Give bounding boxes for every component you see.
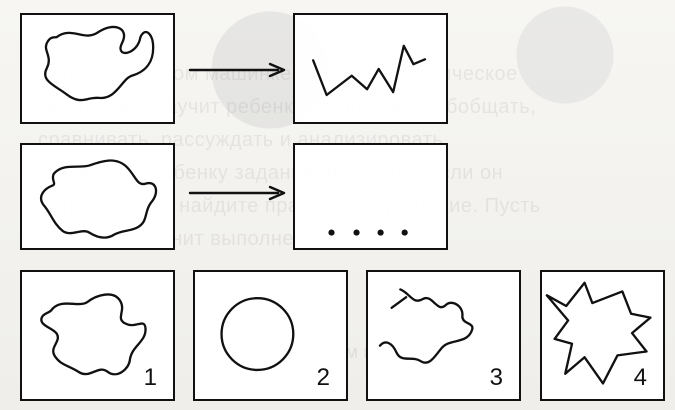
example-pair-1-result-panel: [293, 13, 448, 124]
transformation-arrow-1: [188, 61, 290, 79]
example-pair-2-result-panel: [293, 143, 448, 250]
option-number: 3: [490, 366, 503, 390]
wavy-closed-curve-shape: [22, 145, 173, 248]
example-pair-1-source-panel: [20, 13, 175, 124]
right-arrow-icon: [188, 61, 290, 79]
answer-option-1-panel[interactable]: 1: [20, 270, 175, 401]
wavy-closed-curve-shape: [22, 15, 173, 122]
zigzag-open-line-shape: [295, 15, 446, 122]
answer-option-2-panel[interactable]: 2: [193, 270, 348, 401]
example-pair-2-source-panel: [20, 143, 175, 250]
option-number: 4: [634, 366, 647, 390]
right-arrow-icon: [188, 184, 290, 202]
dots-row-shape: [295, 145, 446, 248]
option-number: 2: [317, 366, 330, 390]
transformation-arrow-2: [188, 184, 290, 202]
answer-option-3-panel[interactable]: 3: [366, 270, 521, 401]
answer-option-4-panel[interactable]: 4: [540, 270, 665, 401]
option-number: 1: [144, 366, 157, 390]
